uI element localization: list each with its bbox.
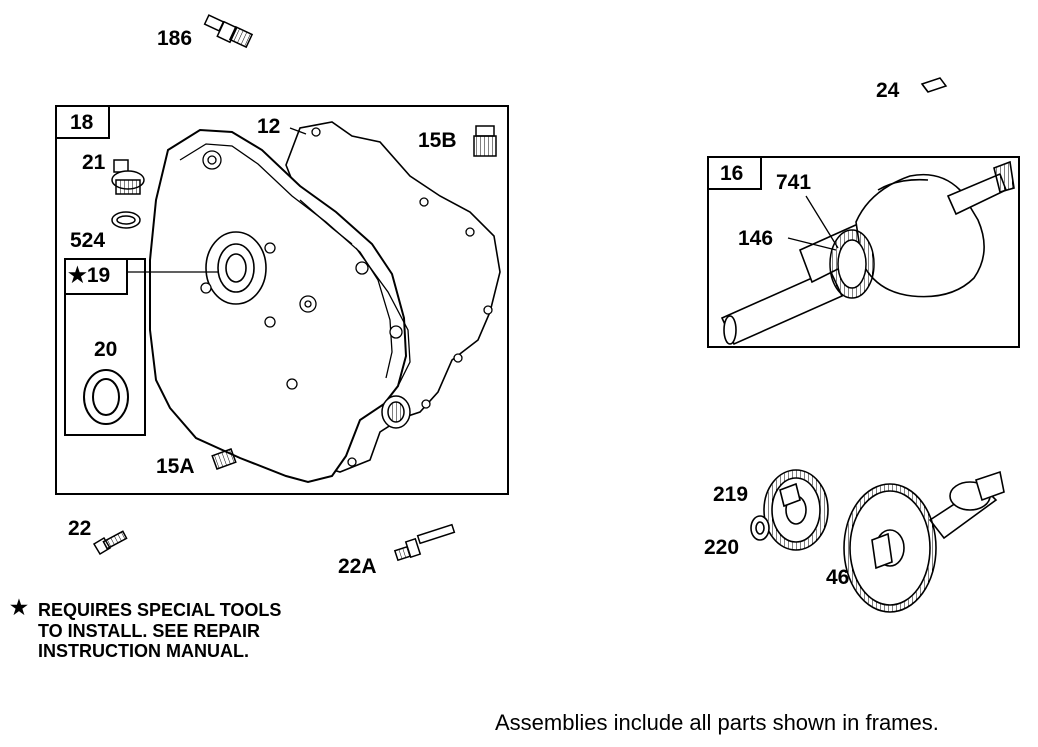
oil-seal-part [83,369,129,425]
frame-19-tag [64,258,128,295]
washer-220-part [750,515,770,541]
part-label-219: 219 [713,483,749,506]
note-line-2: TO INSTALL. SEE REPAIR [38,621,261,641]
part-label-16: 16 [720,162,744,185]
part-label-15b: 15B [418,129,457,152]
frame-16-tag [707,156,762,190]
cover-drain-plug-boss [381,395,411,429]
note-line-3: INSTRUCTION MANUAL. [38,641,249,661]
part-label-741: 741 [776,171,812,194]
crankcase-cover-part [149,128,408,484]
part-label-22a: 22A [338,555,377,578]
part-label-524: 524 [70,229,106,252]
part-label-24: 24 [876,79,900,102]
crankshaft-key-part [920,77,948,93]
crankshaft-part [720,160,1015,346]
part-label-21: 21 [82,151,106,174]
cover-rib [299,199,411,387]
part-label-18: 18 [70,111,94,134]
part-label-220: 220 [704,536,740,559]
note-star-icon: ★ [10,597,28,619]
crank-gear-part [829,229,875,299]
stud-22a-part [393,523,456,562]
part-label-186: 186 [157,27,193,50]
part-label-22: 22 [68,517,92,540]
cam-gear-219-part [763,469,829,551]
assemblies-footnote: Assemblies include all parts shown in fr… [495,710,939,735]
cover-boss [205,231,267,305]
part-label-19: ★19 [68,264,111,287]
part-label-46: 46 [826,566,850,589]
part-label-146: 146 [738,227,774,250]
camshaft-46-part [843,470,1005,613]
leader-lines [127,127,839,273]
plug-15b-part [473,125,497,157]
o-ring-part [111,211,141,229]
part-label-12: 12 [257,115,281,138]
part-label-20: 20 [94,338,118,361]
part-label-15a: 15A [156,455,195,478]
plug-15a-part [211,448,237,470]
frame-18 [55,105,509,495]
frame-18-tag [55,105,110,139]
cover-holes [200,150,403,390]
frame-16 [707,156,1020,348]
bolt-22-part [92,530,128,556]
gasket-bolt-holes [311,127,493,467]
oil-fill-plug-part [111,159,145,195]
breather-fitting-part [203,14,254,49]
note-line-1: REQUIRES SPECIAL TOOLS [38,600,282,620]
